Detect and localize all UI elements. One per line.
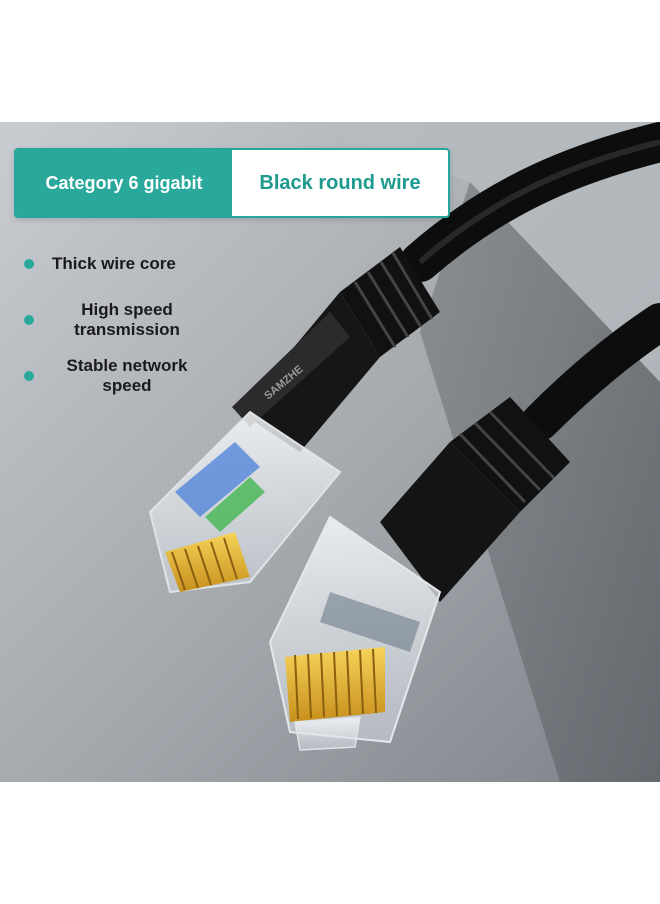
bullet-icon [24,259,34,269]
feature-list: Thick wire core High speed transmission … [22,248,232,396]
feature-label: Thick wire core [52,254,176,273]
lower-cable [521,303,660,441]
upper-rj45-plug [148,410,342,594]
bullet-icon [24,315,34,325]
wire-type-label: Black round wire [259,171,421,194]
upper-connector-boot [232,247,440,452]
category-banner: Category 6 gigabit Black round wire [14,148,450,218]
product-photo: SAMZHE [0,122,660,782]
category-label: Category 6 gigabit [16,150,232,216]
lower-rj45-plug [268,515,442,751]
feature-label: High speed transmission [74,300,180,339]
cable-illustration: SAMZHE [0,122,660,782]
bullet-icon [24,371,34,381]
feature-item: Stable network speed [22,356,232,396]
feature-label: Stable network speed [66,356,188,395]
lower-connector-boot [380,397,570,602]
feature-item: Thick wire core [22,254,232,274]
feature-item: High speed transmission [22,300,232,340]
